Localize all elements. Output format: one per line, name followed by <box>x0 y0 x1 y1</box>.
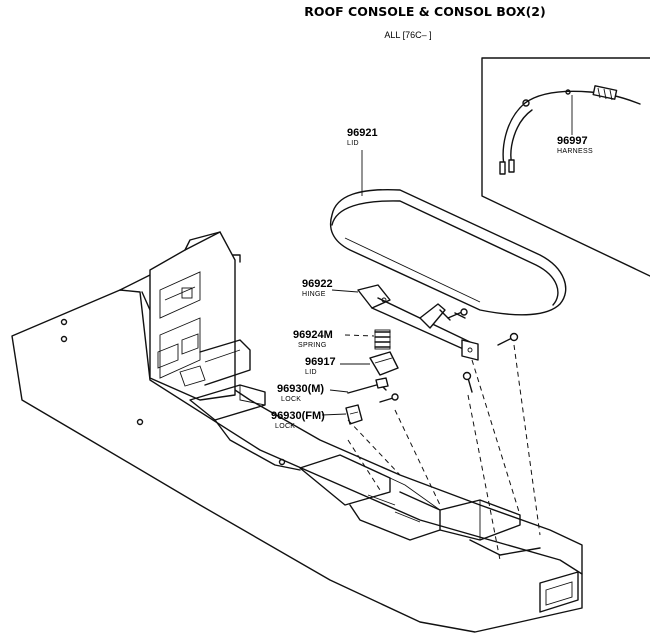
assembly-guides <box>347 344 541 561</box>
harness-part-name: HARNESS <box>557 148 593 155</box>
hinge <box>357 284 479 361</box>
hinge-part-name: HINGE <box>302 291 326 298</box>
lid-small-part-number: 96917 <box>305 356 336 368</box>
lock-fm <box>345 404 363 425</box>
lock-m-part-name: LOCK <box>281 396 301 403</box>
lock-fm-part-number: 96930(FM) <box>271 410 325 422</box>
lid-main-part-name: LID <box>347 140 359 147</box>
lock-m-part-number: 96930(M) <box>277 383 324 395</box>
lid-main-part-number: 96921 <box>347 127 378 139</box>
lock-fm-part-name: LOCK <box>275 423 295 430</box>
lid-small <box>369 351 399 376</box>
spring-part-name: SPRING <box>298 342 327 349</box>
harness-inset <box>481 57 650 277</box>
spring-part-number: 96924M <box>293 329 333 341</box>
screws <box>379 308 519 403</box>
spring <box>374 329 391 350</box>
lid-main <box>329 188 567 316</box>
lid-small-part-name: LID <box>305 369 317 376</box>
spring-leader <box>344 334 375 337</box>
harness-part-number: 96997 <box>557 135 588 147</box>
lock-m <box>347 377 389 394</box>
hinge-part-number: 96922 <box>302 278 333 290</box>
lock-fm-leader <box>321 413 347 416</box>
console-body <box>11 231 583 633</box>
diagram-title: ROOF CONSOLE & CONSOL BOX(2) <box>304 4 545 19</box>
hinge-leader <box>331 289 359 293</box>
lock-m-leader <box>329 389 349 393</box>
applicability-note: ALL [76C– ] <box>384 30 431 40</box>
